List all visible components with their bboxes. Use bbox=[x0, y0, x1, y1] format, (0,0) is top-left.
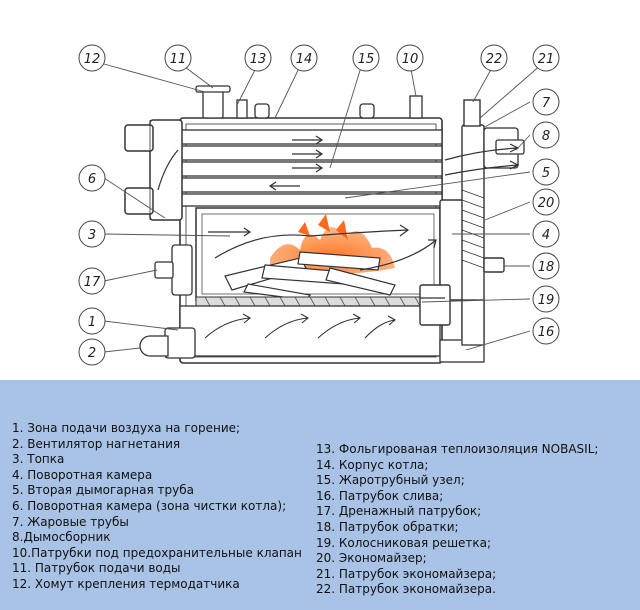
legend-item: 7. Жаровые трубы bbox=[12, 514, 129, 529]
callout-label: 13 bbox=[250, 52, 267, 67]
legend-item: 6. Поворотная камера (зона чистки котла)… bbox=[12, 498, 287, 513]
legend-item: 3. Топка bbox=[12, 452, 65, 467]
legend-item: 22. Патрубок экономайзера. bbox=[316, 582, 496, 597]
legend-item: 4. Поворотная камера bbox=[12, 467, 153, 482]
legend-item: 12. Хомут крепления термодатчика bbox=[12, 576, 240, 591]
callout-label: 12 bbox=[84, 52, 101, 67]
legend-item: 15. Жаротрубный узел; bbox=[316, 473, 465, 488]
legend-item: 20. Экономайзер; bbox=[316, 551, 427, 566]
legend-item: 19. Колосниковая решетка; bbox=[316, 535, 492, 550]
callout-label: 3 bbox=[88, 228, 96, 243]
legend-column-right: 13. Фольгированая теплоизоляция NOBASIL;… bbox=[316, 442, 598, 598]
callout-label: 22 bbox=[486, 52, 503, 67]
callout-label: 17 bbox=[84, 275, 101, 290]
callout-label: 15 bbox=[358, 52, 375, 67]
boiler-cross-section: 12 11 13 14 15 10 22 21 7 8 6 5 20 3 4 1… bbox=[78, 44, 560, 366]
callout-label: 10 bbox=[402, 52, 419, 67]
callout-label: 2 bbox=[88, 346, 96, 361]
legend-item: 18. Патрубок обратки; bbox=[316, 519, 459, 534]
callout-label: 6 bbox=[88, 172, 96, 187]
drain-outlet bbox=[439, 299, 485, 363]
top-fittings bbox=[195, 85, 423, 119]
callout-leaders bbox=[103, 63, 543, 353]
air-arrows bbox=[204, 313, 396, 339]
legend-item: 11. Патрубок подачи воды bbox=[12, 561, 181, 576]
callout-label: 16 bbox=[538, 325, 555, 340]
fire-tube-bundle bbox=[179, 129, 443, 207]
turning-chamber-left bbox=[124, 119, 183, 221]
legend-item: 16. Патрубок слива; bbox=[316, 488, 444, 503]
callout-label: 1 bbox=[88, 315, 96, 330]
callout-label: 21 bbox=[538, 52, 555, 67]
grate bbox=[195, 296, 441, 307]
legend-item: 21. Патрубок экономайзера; bbox=[316, 566, 497, 581]
callout-label: 19 bbox=[538, 293, 555, 308]
legend-item: 5. Вторая дымогарная труба bbox=[12, 483, 194, 498]
turning-chamber-right bbox=[419, 199, 465, 326]
smoke-collector bbox=[483, 127, 525, 169]
legend-item: 10.Патрубки под предохранительные клапан bbox=[12, 545, 302, 560]
legend-item: 17. Дренажный патрубок; bbox=[316, 504, 482, 519]
callout-label: 5 bbox=[542, 166, 550, 181]
callout-label: 11 bbox=[170, 52, 187, 67]
callout-labels: 12 11 13 14 15 10 22 21 7 8 6 5 20 3 4 1… bbox=[84, 52, 555, 361]
legend-panel: 1. Зона подачи воздуха на горение; 2. Ве… bbox=[0, 380, 640, 610]
economizer bbox=[461, 99, 505, 341]
legend-item: 8.Дымосборник bbox=[12, 530, 111, 545]
fan bbox=[139, 335, 169, 357]
legend-column-left: 1. Зона подачи воздуха на горение; 2. Ве… bbox=[12, 421, 302, 593]
legend-item: 13. Фольгированая теплоизоляция NOBASIL; bbox=[316, 442, 599, 456]
callout-label: 7 bbox=[542, 96, 551, 111]
callout-label: 8 bbox=[542, 129, 550, 144]
callout-label: 14 bbox=[296, 52, 313, 67]
drain-pipe bbox=[154, 244, 193, 296]
callout-markers bbox=[78, 44, 560, 366]
callout-label: 18 bbox=[538, 260, 555, 275]
callout-label: 20 bbox=[538, 196, 555, 211]
legend-item: 2. Вентилятор нагнетания bbox=[12, 436, 181, 451]
callout-label: 4 bbox=[542, 228, 550, 243]
flow-arrows bbox=[157, 135, 520, 299]
air-zone bbox=[164, 305, 441, 359]
legend-item: 1. Зона подачи воздуха на горение; bbox=[12, 421, 241, 435]
legend-item: 14. Корпус котла; bbox=[316, 457, 429, 472]
